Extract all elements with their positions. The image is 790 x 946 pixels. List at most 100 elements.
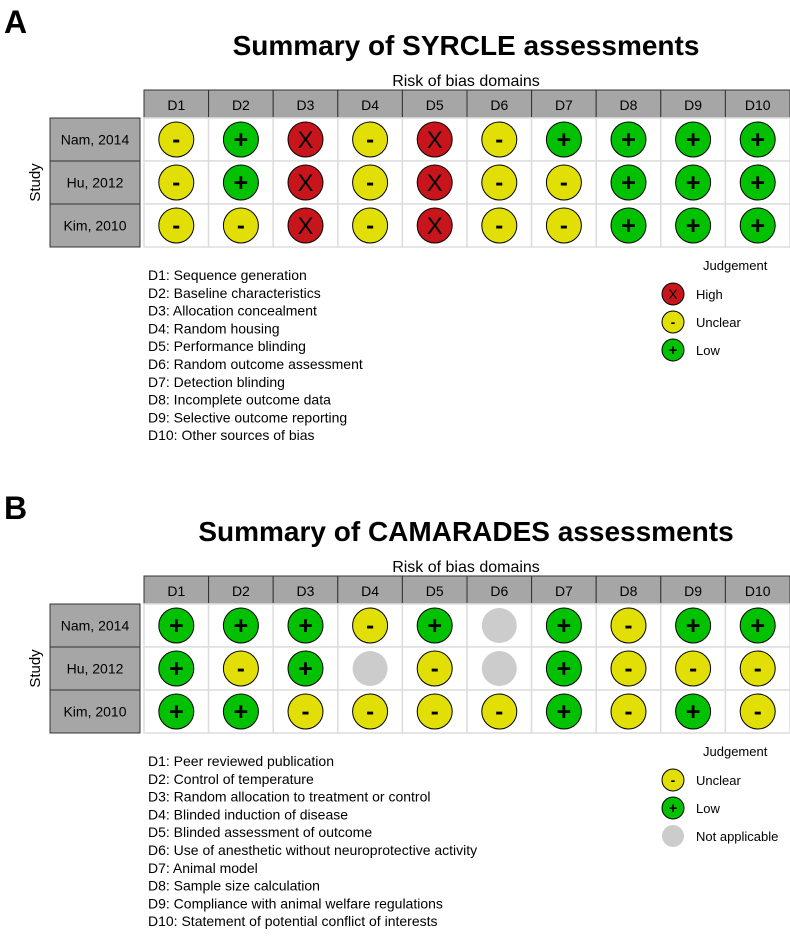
judgement-mark-glyph: - <box>172 170 180 197</box>
judgement-mark: X <box>287 164 324 201</box>
judgement-mark-circle <box>481 207 518 244</box>
judgement-mark <box>352 651 388 686</box>
legend-swatch <box>662 825 684 847</box>
domain-header-cell <box>724 89 790 119</box>
judgement-mark: - <box>416 693 453 730</box>
judgement-mark-circle <box>481 121 518 158</box>
legend-swatch-glyph: - <box>671 772 676 788</box>
judgement-mark-circle <box>222 693 259 730</box>
legend-swatch-glyph: + <box>669 801 678 817</box>
domain-header-label: D9 <box>684 583 702 599</box>
judgement-mark-glyph: - <box>625 699 633 726</box>
judgement-mark-glyph: + <box>234 698 249 726</box>
judgement-mark-circle <box>158 121 195 158</box>
judgement-mark-glyph: + <box>234 612 249 640</box>
judgement-mark: - <box>545 164 582 201</box>
domain-header-cell <box>208 89 274 119</box>
domain-description: D4: Blinded induction of disease <box>148 806 348 822</box>
judgement-mark: + <box>287 607 324 644</box>
judgement-mark-glyph: + <box>169 698 184 726</box>
judgement-mark-circle <box>481 693 518 730</box>
judgement-mark-glyph: X <box>297 213 313 240</box>
domain-header-label: D1 <box>167 583 185 599</box>
y-axis-label: Study <box>27 649 44 688</box>
legend-swatch-glyph: - <box>671 314 676 330</box>
judgement-mark-circle <box>287 607 324 644</box>
domain-description: D1: Sequence generation <box>148 267 307 283</box>
judgement-mark-circle <box>610 607 647 644</box>
domain-header-label: D4 <box>361 583 379 599</box>
judgement-mark-circle <box>675 164 712 201</box>
judgement-mark: X <box>287 121 324 158</box>
judgement-mark-circle <box>545 164 582 201</box>
domain-header-label: D2 <box>232 583 250 599</box>
judgement-mark: + <box>545 607 582 644</box>
judgement-mark-glyph: + <box>557 612 572 640</box>
judgement-mark: - <box>158 121 195 158</box>
judgement-mark-circle <box>675 650 712 687</box>
judgement-mark: + <box>287 650 324 687</box>
judgement-mark-glyph: - <box>366 613 374 640</box>
judgement-mark: + <box>222 607 259 644</box>
legend-swatch-glyph: X <box>668 286 678 302</box>
judgement-mark-circle <box>158 207 195 244</box>
study-label-cell <box>49 203 141 248</box>
judgement-mark-circle <box>416 207 453 244</box>
judgement-mark-circle <box>158 693 195 730</box>
judgement-mark-glyph: - <box>495 170 503 197</box>
study-label-cell <box>49 646 141 691</box>
judgement-mark-circle <box>287 207 324 244</box>
judgement-mark: - <box>222 207 259 244</box>
domain-header-label: D3 <box>297 583 315 599</box>
legend-swatch-circle <box>661 338 685 362</box>
judgement-mark-glyph: + <box>750 126 765 154</box>
judgement-mark-circle <box>222 650 259 687</box>
judgement-mark: + <box>416 607 453 644</box>
legend-swatch-circle <box>662 825 684 847</box>
legend-swatch: + <box>661 338 685 362</box>
domain-header-cell <box>337 575 403 605</box>
judgement-mark-glyph: + <box>686 169 701 197</box>
judgement-mark-glyph: + <box>750 212 765 240</box>
judgement-mark-circle <box>158 164 195 201</box>
judgement-mark: - <box>545 207 582 244</box>
judgement-mark: + <box>545 693 582 730</box>
judgement-mark: + <box>739 164 776 201</box>
domain-header-label: D7 <box>555 583 573 599</box>
judgement-mark-circle <box>481 608 517 643</box>
judgement-mark-glyph: - <box>560 213 568 240</box>
judgement-mark: - <box>481 121 518 158</box>
judgement-mark-circle <box>610 693 647 730</box>
domain-header-label: D5 <box>426 97 444 113</box>
judgement-mark-circle <box>352 607 389 644</box>
judgement-mark: + <box>675 164 712 201</box>
judgement-mark: - <box>610 607 647 644</box>
domain-header-label: D9 <box>684 97 702 113</box>
judgement-mark-glyph: + <box>557 655 572 683</box>
domain-description: D8: Sample size calculation <box>148 878 320 894</box>
domain-description: D7: Animal model <box>148 860 258 876</box>
judgement-mark-glyph: + <box>169 612 184 640</box>
legend-swatch-circle <box>661 768 685 792</box>
judgement-mark-glyph: - <box>302 699 310 726</box>
domain-header-cell <box>724 575 790 605</box>
judgement-mark: + <box>610 164 647 201</box>
judgement-mark: + <box>739 207 776 244</box>
domain-header-label: D7 <box>555 97 573 113</box>
judgement-mark: + <box>739 607 776 644</box>
judgement-mark-circle <box>352 693 389 730</box>
judgement-mark-glyph: + <box>750 612 765 640</box>
judgement-mark-glyph: + <box>427 612 442 640</box>
judgement-mark: + <box>158 693 195 730</box>
judgement-mark-glyph: X <box>427 127 443 154</box>
judgement-mark-circle <box>287 164 324 201</box>
judgement-mark-circle <box>222 164 259 201</box>
judgement-mark-circle <box>739 650 776 687</box>
domain-header-label: D3 <box>297 97 315 113</box>
judgement-mark-glyph: - <box>366 213 374 240</box>
judgement-mark-circle <box>158 650 195 687</box>
study-label: Hu, 2012 <box>67 175 124 191</box>
judgement-mark: - <box>352 164 389 201</box>
chart-title: Summary of SYRCLE assessments <box>233 30 700 61</box>
judgement-mark-circle <box>545 207 582 244</box>
